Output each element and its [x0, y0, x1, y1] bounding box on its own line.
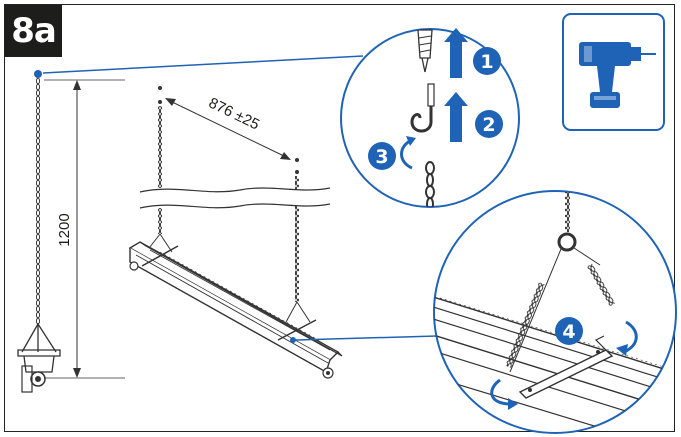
step-2-number: 2 [482, 114, 495, 136]
step-4-number: 4 [562, 321, 575, 343]
zoom-leader-line-bottom [295, 335, 438, 341]
chain-links-icon [425, 161, 435, 207]
rotate-arrow-icon [400, 136, 416, 170]
height-dimension-label: 1200 [56, 213, 73, 246]
zoom-leader-line-top [42, 55, 364, 74]
height-dimension: 1200 [44, 79, 125, 379]
power-drill-icon [579, 42, 656, 108]
detail-circle-bracket-mounting: 4 [433, 190, 677, 434]
step-4-marker [555, 317, 583, 345]
detail-circle-ceiling-fixing: 1 2 3 [340, 28, 520, 208]
left-chain-assembly [17, 55, 364, 393]
ceiling-hook-icon [410, 83, 435, 133]
step-1-marker [473, 47, 501, 75]
spacing-dimension-label: 876 ±25 [206, 94, 262, 133]
wall-plug-icon [417, 29, 433, 73]
up-arrow-icon [444, 28, 468, 78]
step-number-badge: 8a [5, 5, 62, 57]
step-3-number: 3 [375, 146, 388, 168]
page-frame [4, 4, 675, 432]
step-2-marker [475, 110, 503, 138]
up-arrow-icon [444, 92, 468, 142]
step-1-number: 1 [480, 51, 493, 73]
step-3-marker [368, 142, 396, 170]
